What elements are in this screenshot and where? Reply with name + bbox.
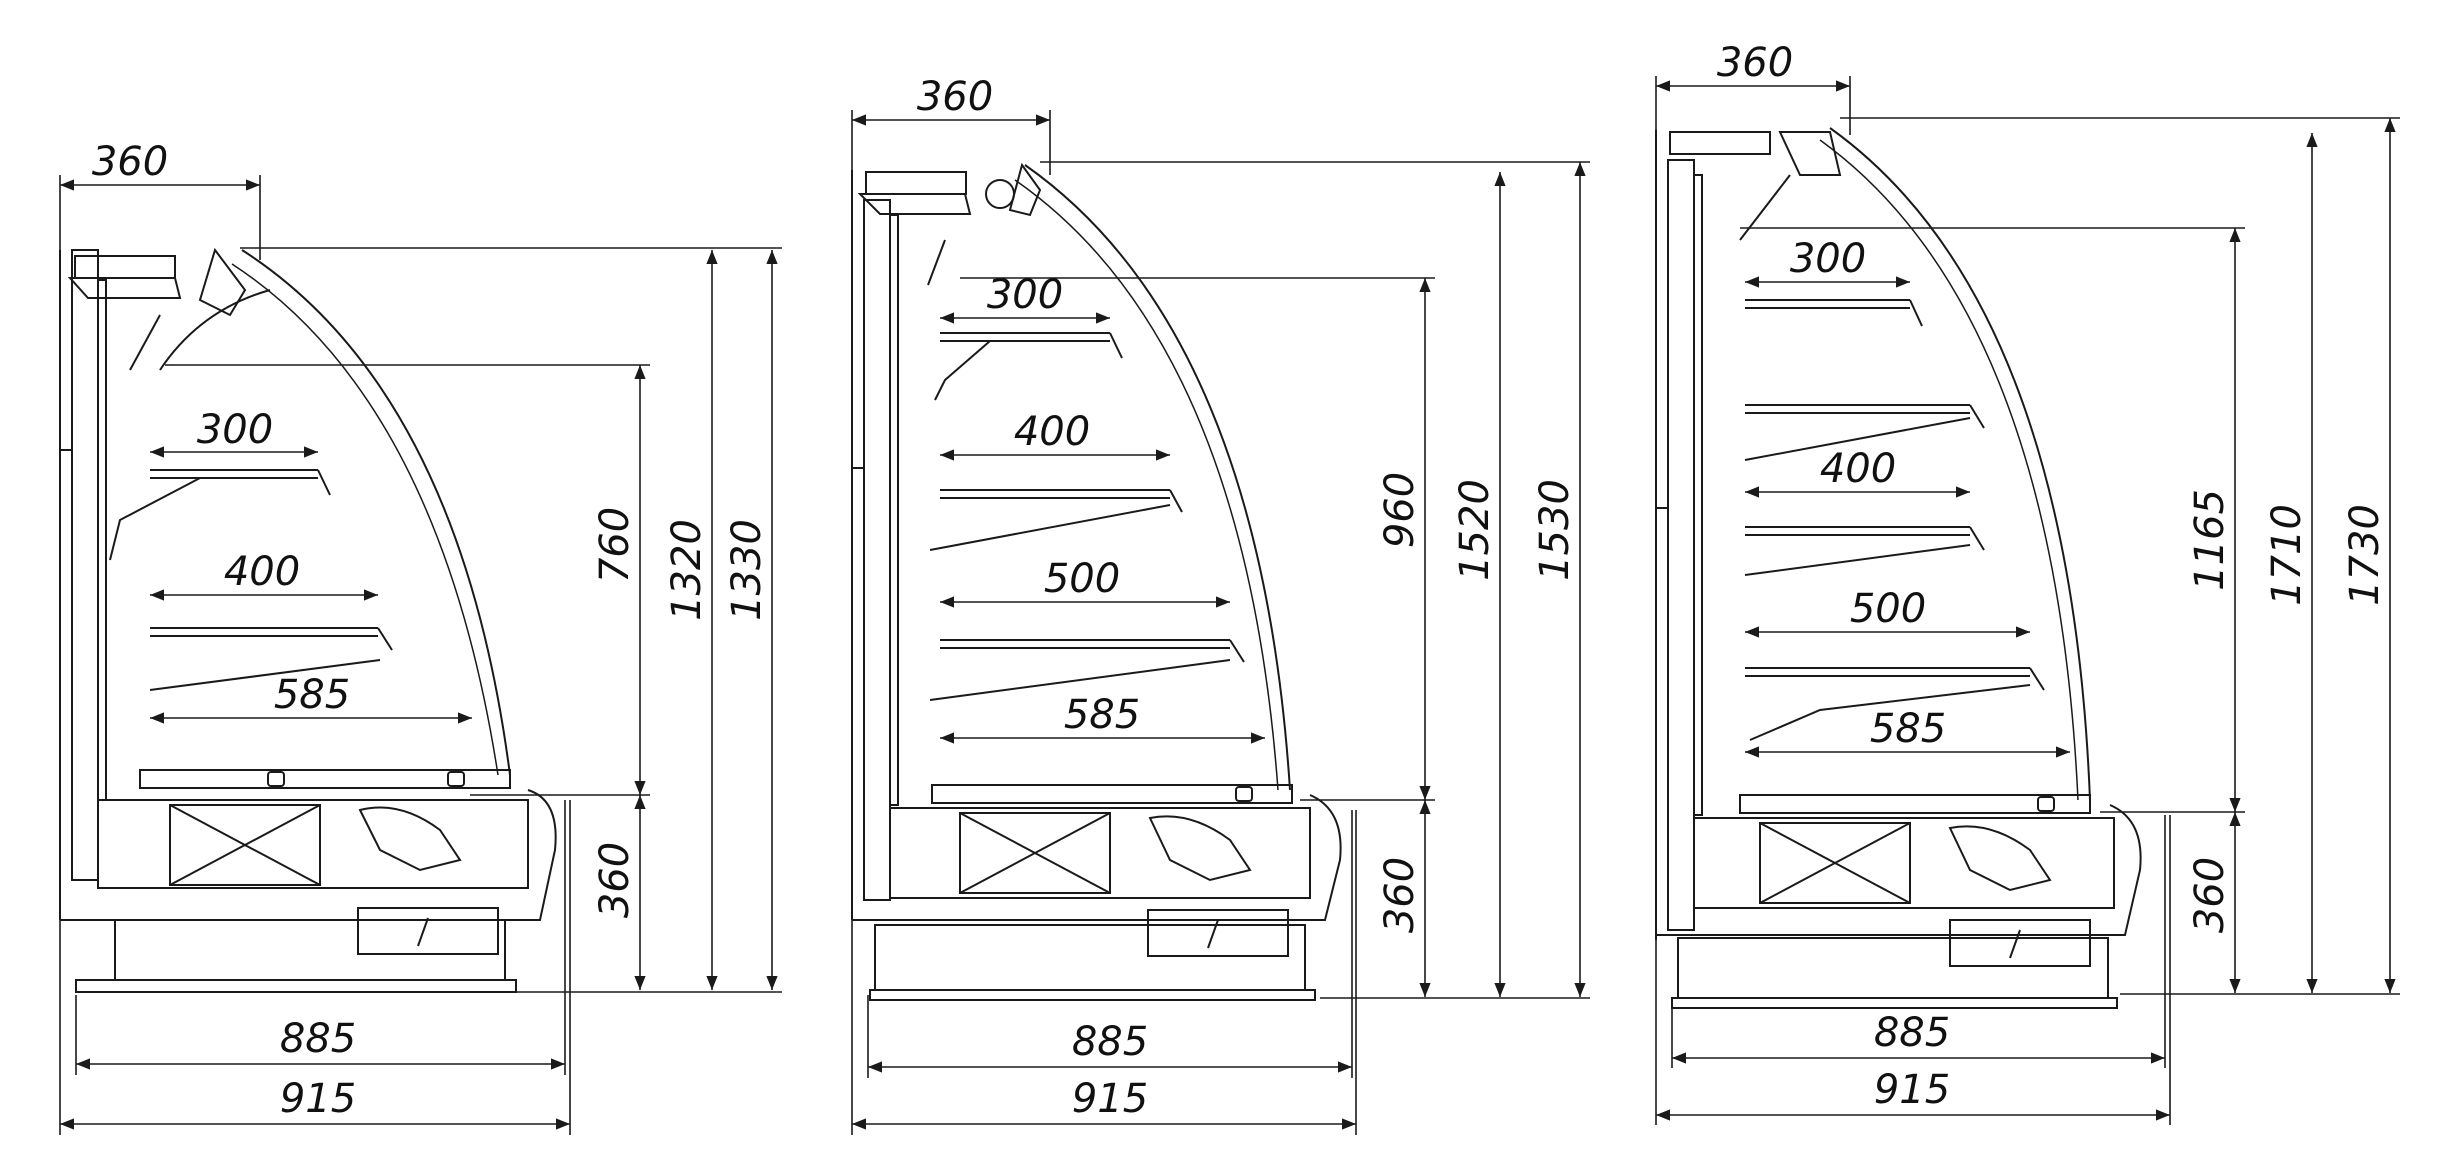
- unit2-base-height-label: 360: [1377, 857, 1423, 933]
- unit1-base-height-label: 360: [592, 842, 638, 918]
- unit3-top-depth-label: 360: [1717, 40, 1793, 86]
- unit1-inner-width-label: 885: [280, 1016, 356, 1062]
- unit3-total-height-label: 1730: [2342, 504, 2388, 606]
- unit2-inner-height-label: 1520: [1452, 479, 1498, 581]
- unit3-shelf-4-label: 585: [1870, 706, 1946, 752]
- unit2-inner-width-label: 885: [1072, 1019, 1148, 1065]
- unit2-shelf-2-label: 400: [1014, 409, 1090, 455]
- unit3-shelf-3-label: 500: [1850, 586, 1926, 632]
- unit3-shelf-1-label: 300: [1790, 236, 1866, 282]
- unit1-dimension-lines: [59, 175, 782, 1135]
- unit2-outer-width-label: 915: [1072, 1076, 1148, 1122]
- unit3-display-height-label: 1165: [2187, 489, 2233, 591]
- unit1-inner-height-label: 1320: [664, 519, 710, 621]
- unit1-outer-width-label: 915: [280, 1076, 356, 1122]
- unit3-outer-width-label: 915: [1874, 1067, 1950, 1113]
- unit3-shelf-2-label: 400: [1820, 446, 1896, 492]
- unit2-top-depth-label: 360: [917, 74, 993, 120]
- unit3-inner-height-label: 1710: [2264, 504, 2310, 606]
- unit2-shelf-4-label: 585: [1064, 692, 1140, 738]
- unit1-shelf-1-label: 300: [197, 407, 273, 453]
- unit3-base-height-label: 360: [2187, 857, 2233, 933]
- unit2-total-height-label: 1530: [1532, 479, 1578, 581]
- unit2-shelf-3-label: 500: [1044, 556, 1120, 602]
- unit1-display-height-label: 760: [592, 507, 638, 583]
- unit1-shelf-3-label: 585: [274, 672, 350, 718]
- cabinet-1530-drawing: [851, 162, 1342, 1001]
- unit1-top-depth-label: 360: [92, 139, 168, 185]
- unit3-inner-width-label: 885: [1874, 1010, 1950, 1056]
- unit2-display-height-label: 960: [1377, 472, 1423, 548]
- cabinet-1330-drawing: [59, 247, 557, 993]
- unit1-total-height-label: 1330: [724, 519, 770, 621]
- cabinet-1730-drawing: [1655, 127, 2142, 1009]
- unit2-shelf-1-label: 300: [987, 272, 1063, 318]
- unit3-dimension-lines: [1655, 76, 2400, 1125]
- unit1-shelf-2-label: 400: [224, 549, 300, 595]
- unit2-dimension-lines: [851, 110, 1590, 1135]
